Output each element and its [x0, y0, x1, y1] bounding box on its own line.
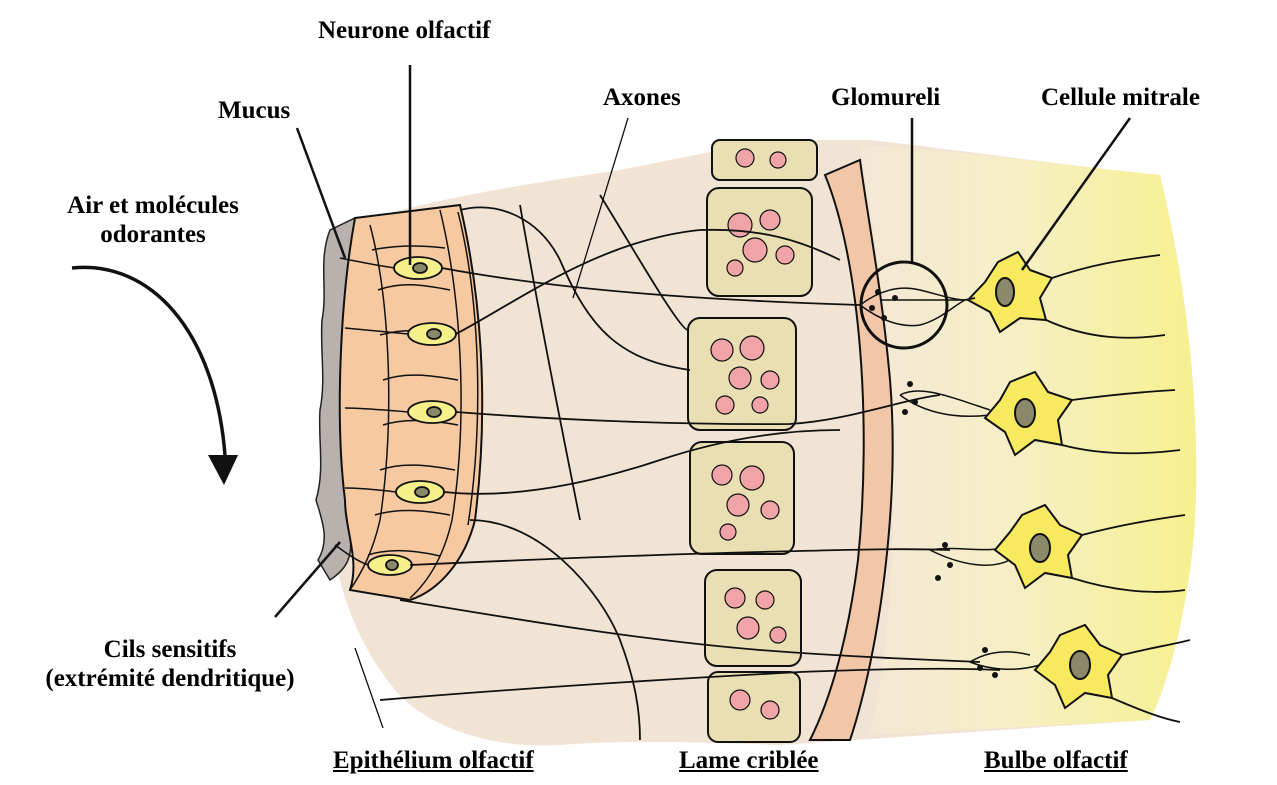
label-bulbe-olfactif: Bulbe olfactif	[984, 747, 1128, 776]
label-mucus: Mucus	[218, 97, 290, 126]
label-lame-criblee: Lame criblée	[679, 747, 819, 776]
label-cellule-mitrale: Cellule mitrale	[1041, 84, 1200, 113]
air-flow-arrowhead	[208, 455, 238, 485]
label-epithelium-olfactif: Epithélium olfactif	[333, 747, 534, 776]
label-air-line2: odorantes	[38, 221, 268, 250]
label-air-molecules: Air et molécules odorantes	[38, 192, 268, 250]
bone-block	[708, 672, 800, 742]
label-air-line1: Air et molécules	[38, 192, 268, 221]
bone-block	[712, 140, 817, 180]
leader-mucus	[297, 128, 345, 258]
label-axones: Axones	[603, 84, 681, 113]
label-cils-line1: Cils sensitifs	[0, 636, 340, 665]
label-glomureli: Glomureli	[831, 84, 940, 113]
label-neurone-olfactif: Neurone olfactif	[318, 17, 490, 46]
air-flow-arrow	[72, 267, 225, 455]
label-cils-line2: (extrémité dendritique)	[0, 665, 340, 694]
label-cils-sensitifs: Cils sensitifs (extrémité dendritique)	[0, 636, 340, 694]
